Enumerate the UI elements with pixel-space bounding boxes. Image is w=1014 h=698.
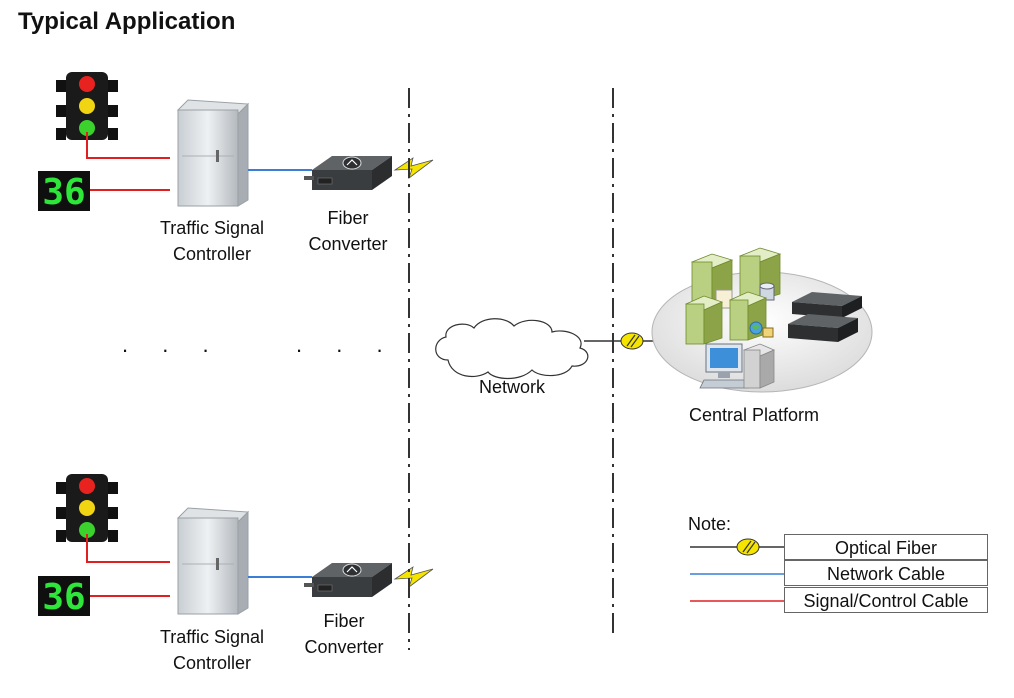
controller-label-bottom: Traffic Signal Controller xyxy=(150,624,274,676)
lightning-icon-top xyxy=(394,157,434,179)
legend-fiber-icon xyxy=(736,538,760,556)
countdown-display-top: 36 xyxy=(38,171,90,213)
controller-label-top: Traffic Signal Controller xyxy=(150,215,274,267)
converter-label-top: Fiber Converter xyxy=(296,205,400,257)
legend-item-optical-fiber: Optical Fiber xyxy=(784,534,988,560)
converter-label-line2: Converter xyxy=(304,637,384,657)
traffic-light-bottom xyxy=(56,474,118,542)
database-icon xyxy=(759,282,775,301)
central-platform-label: Central Platform xyxy=(688,405,820,425)
controller-label-line1: Traffic Signal xyxy=(159,627,265,647)
signal-cable-top xyxy=(86,132,170,191)
network-appliance-icon xyxy=(792,292,862,318)
converter-label-line1: Fiber xyxy=(327,208,369,228)
controller-label-line2: Controller xyxy=(172,653,252,673)
traffic-light-top xyxy=(56,72,118,140)
fiber-converter-bottom xyxy=(303,562,393,598)
ellipsis-left: . . . xyxy=(122,332,223,357)
lightning-icon-bottom xyxy=(394,566,434,588)
legend-item-signal-cable: Signal/Control Cable xyxy=(784,587,988,613)
legend-title: Note: xyxy=(688,514,732,534)
signal-cable-bottom xyxy=(86,534,170,597)
converter-label-line2: Converter xyxy=(308,234,388,254)
optical-fiber-icon xyxy=(620,332,644,350)
cabinet-bottom xyxy=(177,507,249,615)
converter-label-line1: Fiber xyxy=(323,611,365,631)
countdown-digits: 36 xyxy=(42,172,85,213)
ellipsis-right: . . . xyxy=(296,332,397,357)
fiber-converter-top xyxy=(303,155,393,191)
globe-icon xyxy=(749,321,774,338)
central-platform xyxy=(651,247,873,393)
countdown-display-bottom: 36 xyxy=(38,576,90,618)
server-icon xyxy=(684,295,724,345)
network-label: Network xyxy=(478,377,545,397)
server-icon xyxy=(728,291,768,341)
network-appliance-icon xyxy=(788,314,858,342)
cabinet-top xyxy=(177,99,249,207)
converter-label-bottom: Fiber Converter xyxy=(292,608,396,660)
countdown-digits: 36 xyxy=(42,577,85,618)
network-cloud-icon xyxy=(435,318,589,380)
legend-item-network-cable: Network Cable xyxy=(784,560,988,586)
page-title: Typical Application xyxy=(18,8,236,35)
computer-icon xyxy=(699,343,776,389)
controller-label-line1: Traffic Signal xyxy=(159,218,265,238)
controller-label-line2: Controller xyxy=(172,244,252,264)
